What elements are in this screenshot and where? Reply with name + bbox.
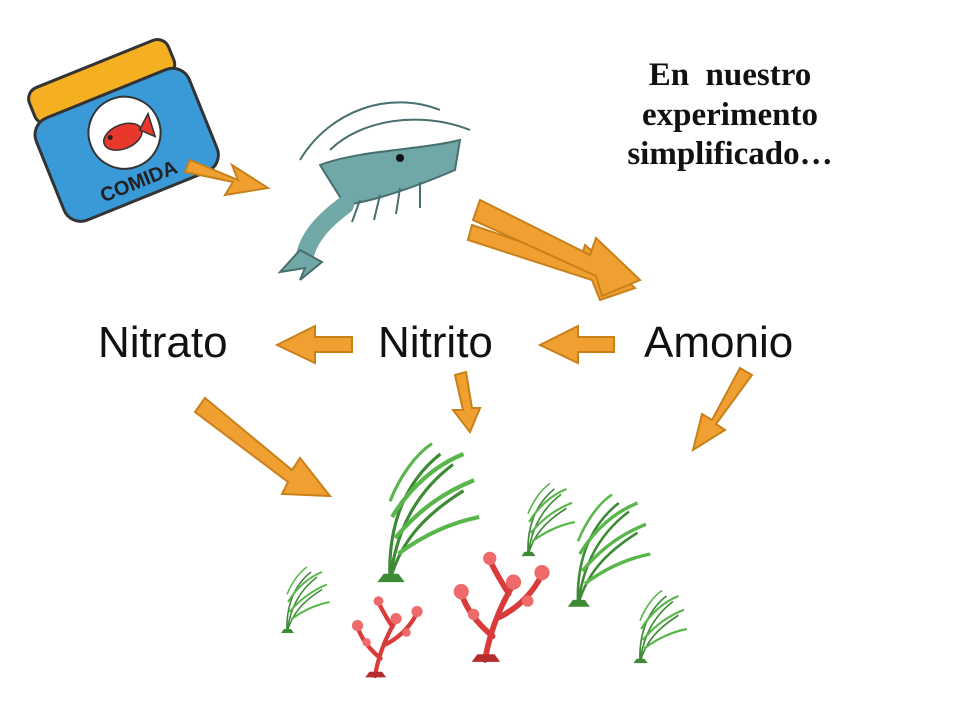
arrow-shrimp-to-amonio: [466, 198, 642, 302]
title-line-3: simplificado…: [627, 136, 833, 173]
red-seaweed-icon: [454, 552, 550, 662]
arrow-food-to-shrimp: [183, 158, 271, 197]
green-seaweed-icon: [520, 482, 576, 558]
green-seaweed-icon: [566, 492, 652, 609]
title-line-2: experimento: [642, 96, 818, 133]
green-seaweed-icon: [280, 566, 331, 634]
arrow-nitrito-to-seaweed: [450, 370, 482, 434]
arrow-nitrito-to-nitrato: [274, 324, 353, 365]
arrow-amonio-to-seaweed: [691, 366, 754, 453]
node-label-nitrito: Nitrito: [378, 318, 493, 367]
arrow-nitrato-to-seaweed: [193, 396, 333, 498]
title-line-1: En nuestro: [648, 57, 812, 93]
fish-icon: [103, 111, 157, 151]
red-seaweed-icon: [352, 596, 423, 677]
green-seaweed-icon: [377, 444, 479, 583]
food-jar-icon: COMIDA: [27, 37, 220, 223]
arrow-amonio-to-nitrito: [537, 324, 615, 365]
diagram-title: En nuestro experimento simplificado…: [560, 56, 900, 175]
node-label-amonio: Amonio: [644, 318, 794, 367]
shrimp-icon: [277, 101, 471, 281]
node-label-nitrato: Nitrato: [98, 318, 228, 367]
green-seaweed-icon: [632, 589, 688, 665]
